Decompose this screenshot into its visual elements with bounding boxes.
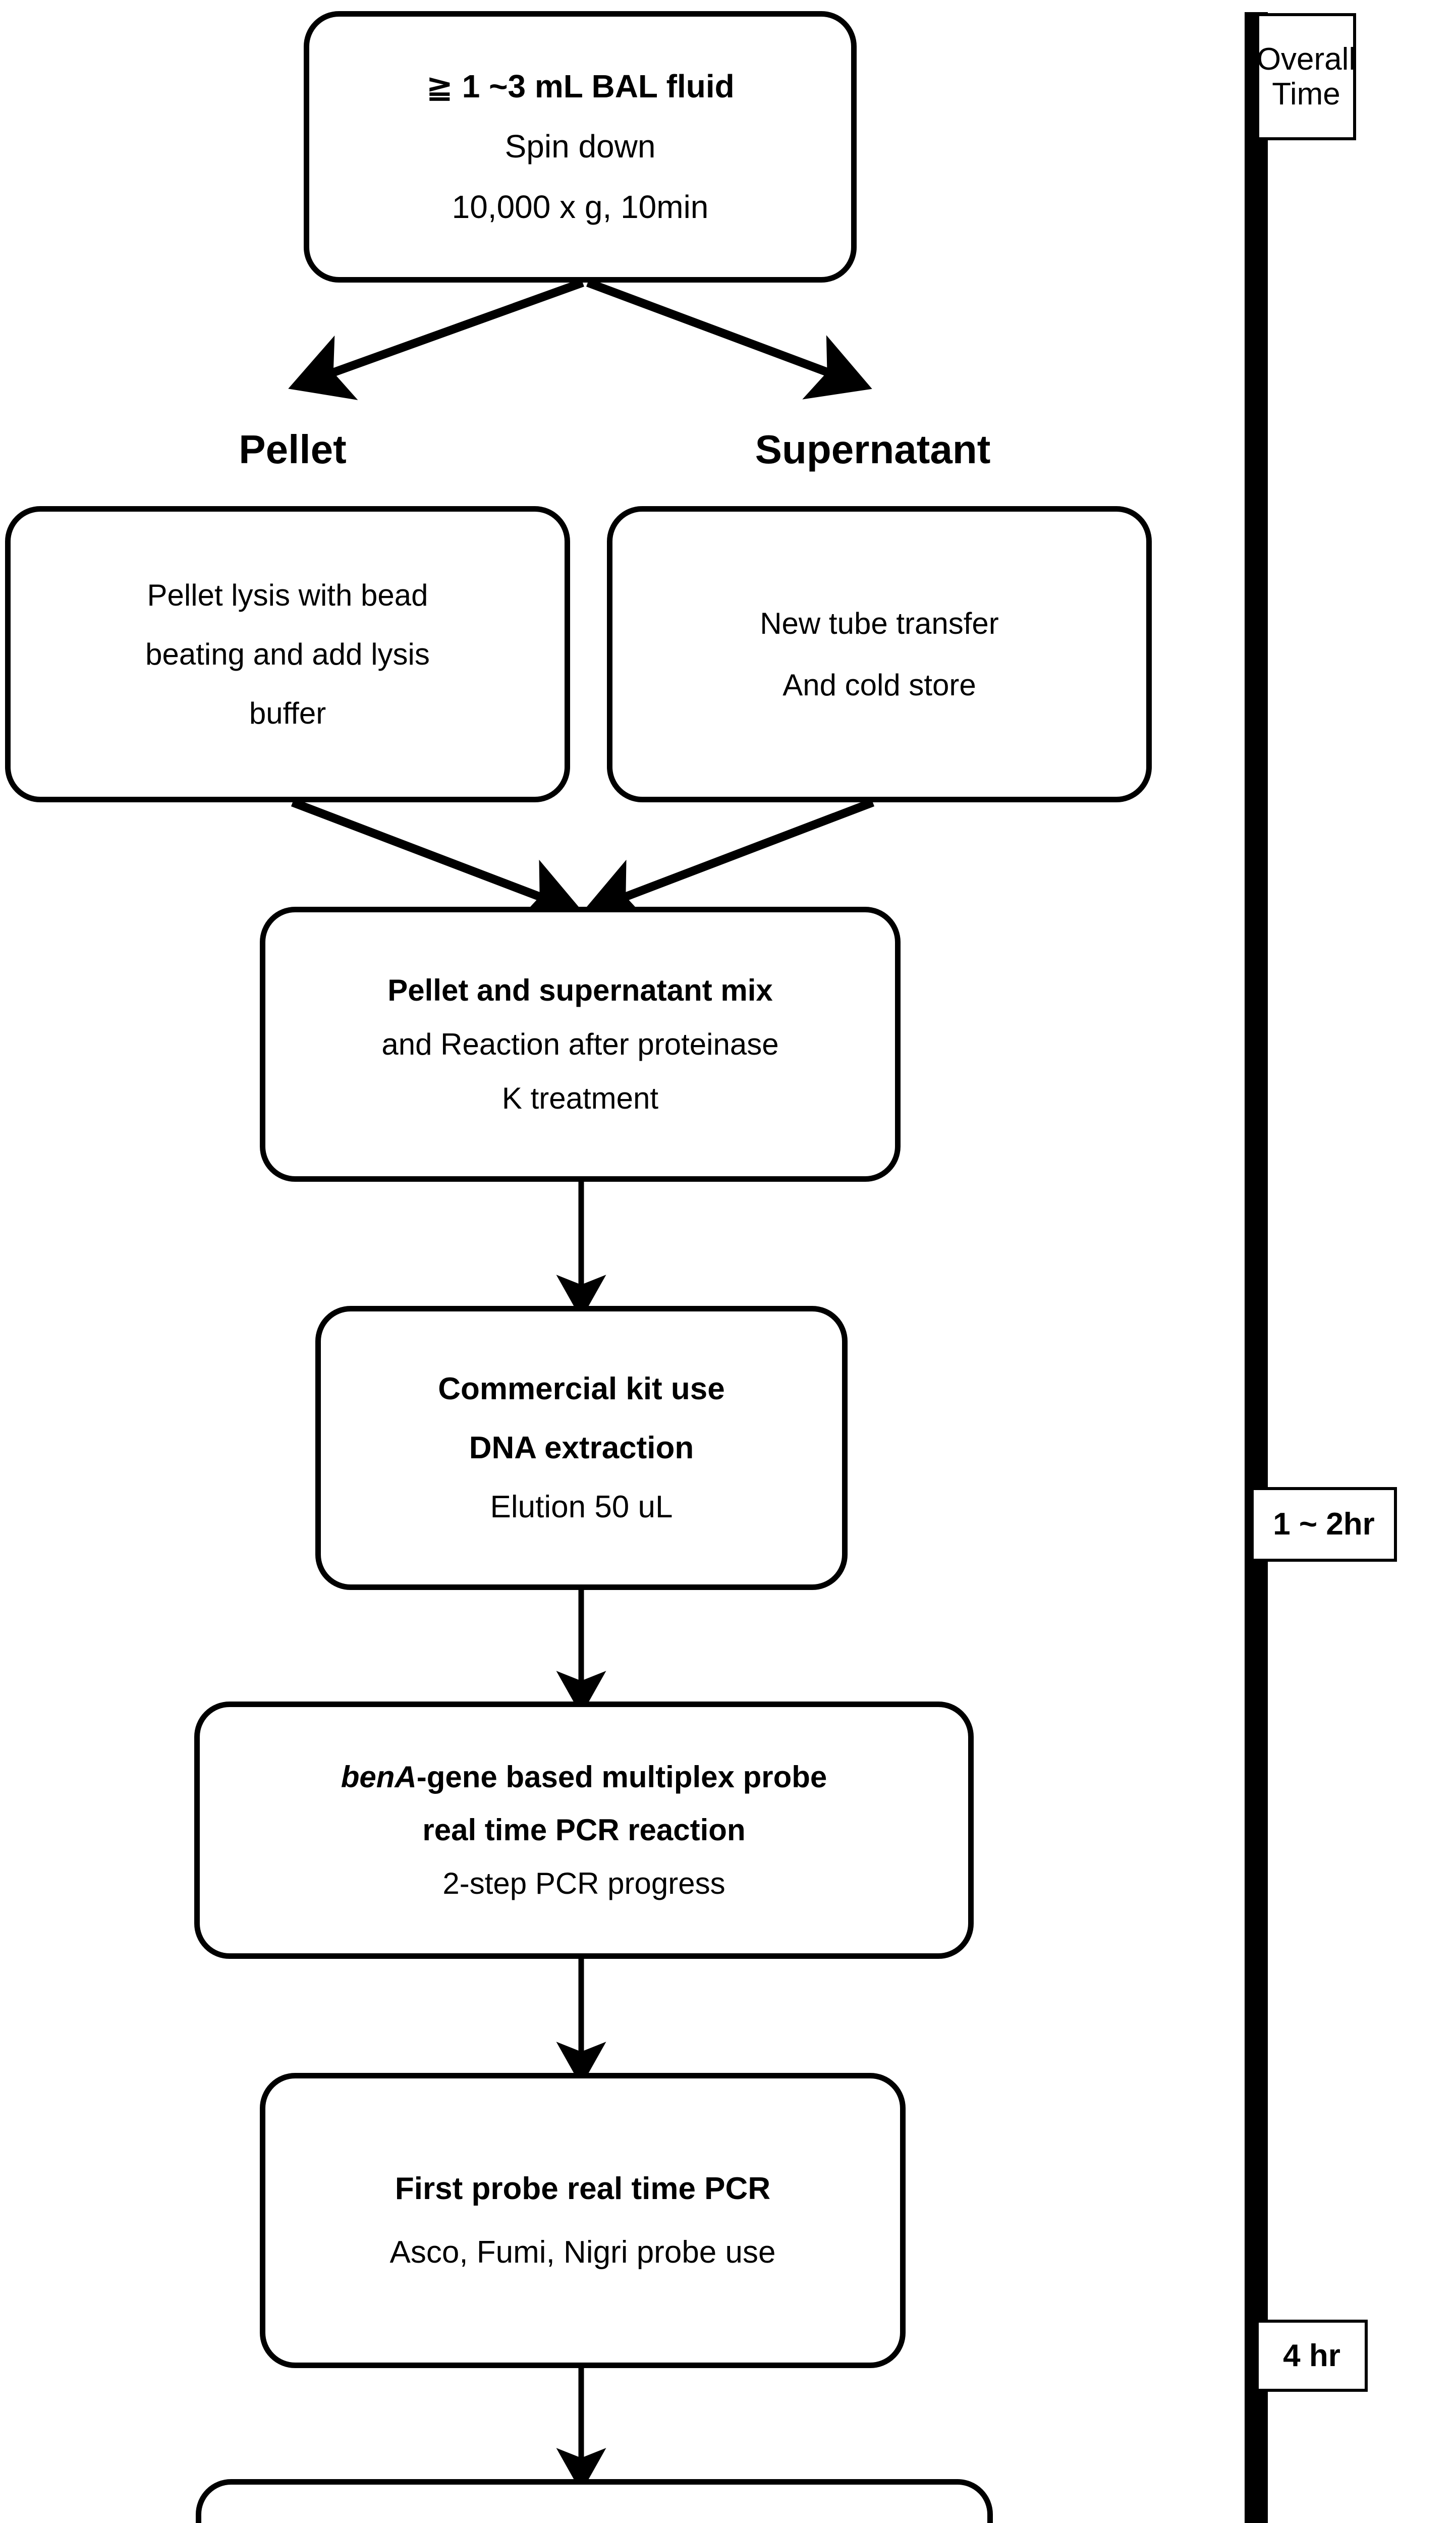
arrow-supernatant-to-mix: [581, 798, 875, 924]
pellet-lysis-line-1: Pellet lysis with bead: [147, 578, 428, 612]
arrow-bal-to-pellet: [288, 279, 584, 400]
bal-fluid-line-1: ≧ 1 ~3 mL BAL fluid: [426, 68, 735, 105]
branch-label-supernatant: Supernatant: [755, 427, 991, 472]
mix-proteinase-line-1: Pellet and supernatant mix: [387, 973, 773, 1007]
timeline-header-overall-time: Overall Time: [1256, 13, 1356, 140]
supernatant-store-line-1: New tube transfer: [760, 607, 999, 641]
node-dna-extraction: Commercial kit use DNA extraction Elutio…: [315, 1306, 848, 1590]
timeline-marker-1-2hr: 1 ~ 2hr: [1251, 1487, 1397, 1562]
node-mix-proteinase: Pellet and supernatant mix and Reaction …: [260, 907, 901, 1182]
bena-pcr-line-1: benA-gene based multiplex probe: [214, 1762, 954, 1792]
node-pellet-lysis: Pellet lysis with bead beating and add l…: [5, 506, 570, 802]
pellet-lysis-line-2: beating and add lysis: [145, 637, 430, 671]
branch-label-pellet: Pellet: [239, 427, 347, 472]
bena-pcr-line-3: 2-step PCR progress: [442, 1866, 725, 1900]
bena-gene-italic: benA: [341, 1760, 417, 1794]
timeline-bar: [1245, 12, 1268, 2523]
node-supernatant-store: New tube transfer And cold store: [607, 506, 1152, 802]
arrow-bal-to-supernatant: [586, 279, 872, 400]
dna-extraction-line-2: DNA extraction: [469, 1430, 694, 1465]
timeline-header-line-2: Time: [1272, 77, 1340, 112]
dna-extraction-line-3: Elution 50 uL: [490, 1490, 673, 1525]
arrow-pellet-to-mix: [291, 798, 585, 924]
bena-gene-rest: -gene based multiplex probe: [416, 1760, 827, 1794]
mix-proteinase-line-3: K treatment: [501, 1081, 659, 1116]
bal-fluid-line-2: Spin down: [505, 128, 656, 165]
dna-extraction-line-1: Commercial kit use: [438, 1371, 725, 1406]
timeline-marker-4hr: 4 hr: [1256, 2320, 1368, 2392]
first-probe-line-2: Asco, Fumi, Nigri probe use: [389, 2234, 776, 2270]
bena-pcr-line-2: real time PCR reaction: [422, 1813, 746, 1847]
node-second-probe: second probe real time PCR Asco -> Flavi…: [196, 2479, 993, 2523]
node-bal-fluid: ≧ 1 ~3 mL BAL fluid Spin down 10,000 x g…: [304, 11, 857, 283]
mix-proteinase-line-2: and Reaction after proteinase: [381, 1027, 779, 1061]
node-bena-pcr: benA-gene based multiplex probe real tim…: [194, 1702, 974, 1959]
pellet-lysis-line-3: buffer: [249, 696, 326, 731]
node-first-probe: First probe real time PCR Asco, Fumi, Ni…: [260, 2073, 906, 2368]
bal-fluid-line-3: 10,000 x g, 10min: [452, 188, 709, 225]
timeline-header-line-1: Overall: [1256, 41, 1356, 77]
first-probe-line-1: First probe real time PCR: [395, 2171, 771, 2207]
supernatant-store-line-2: And cold store: [782, 668, 976, 702]
